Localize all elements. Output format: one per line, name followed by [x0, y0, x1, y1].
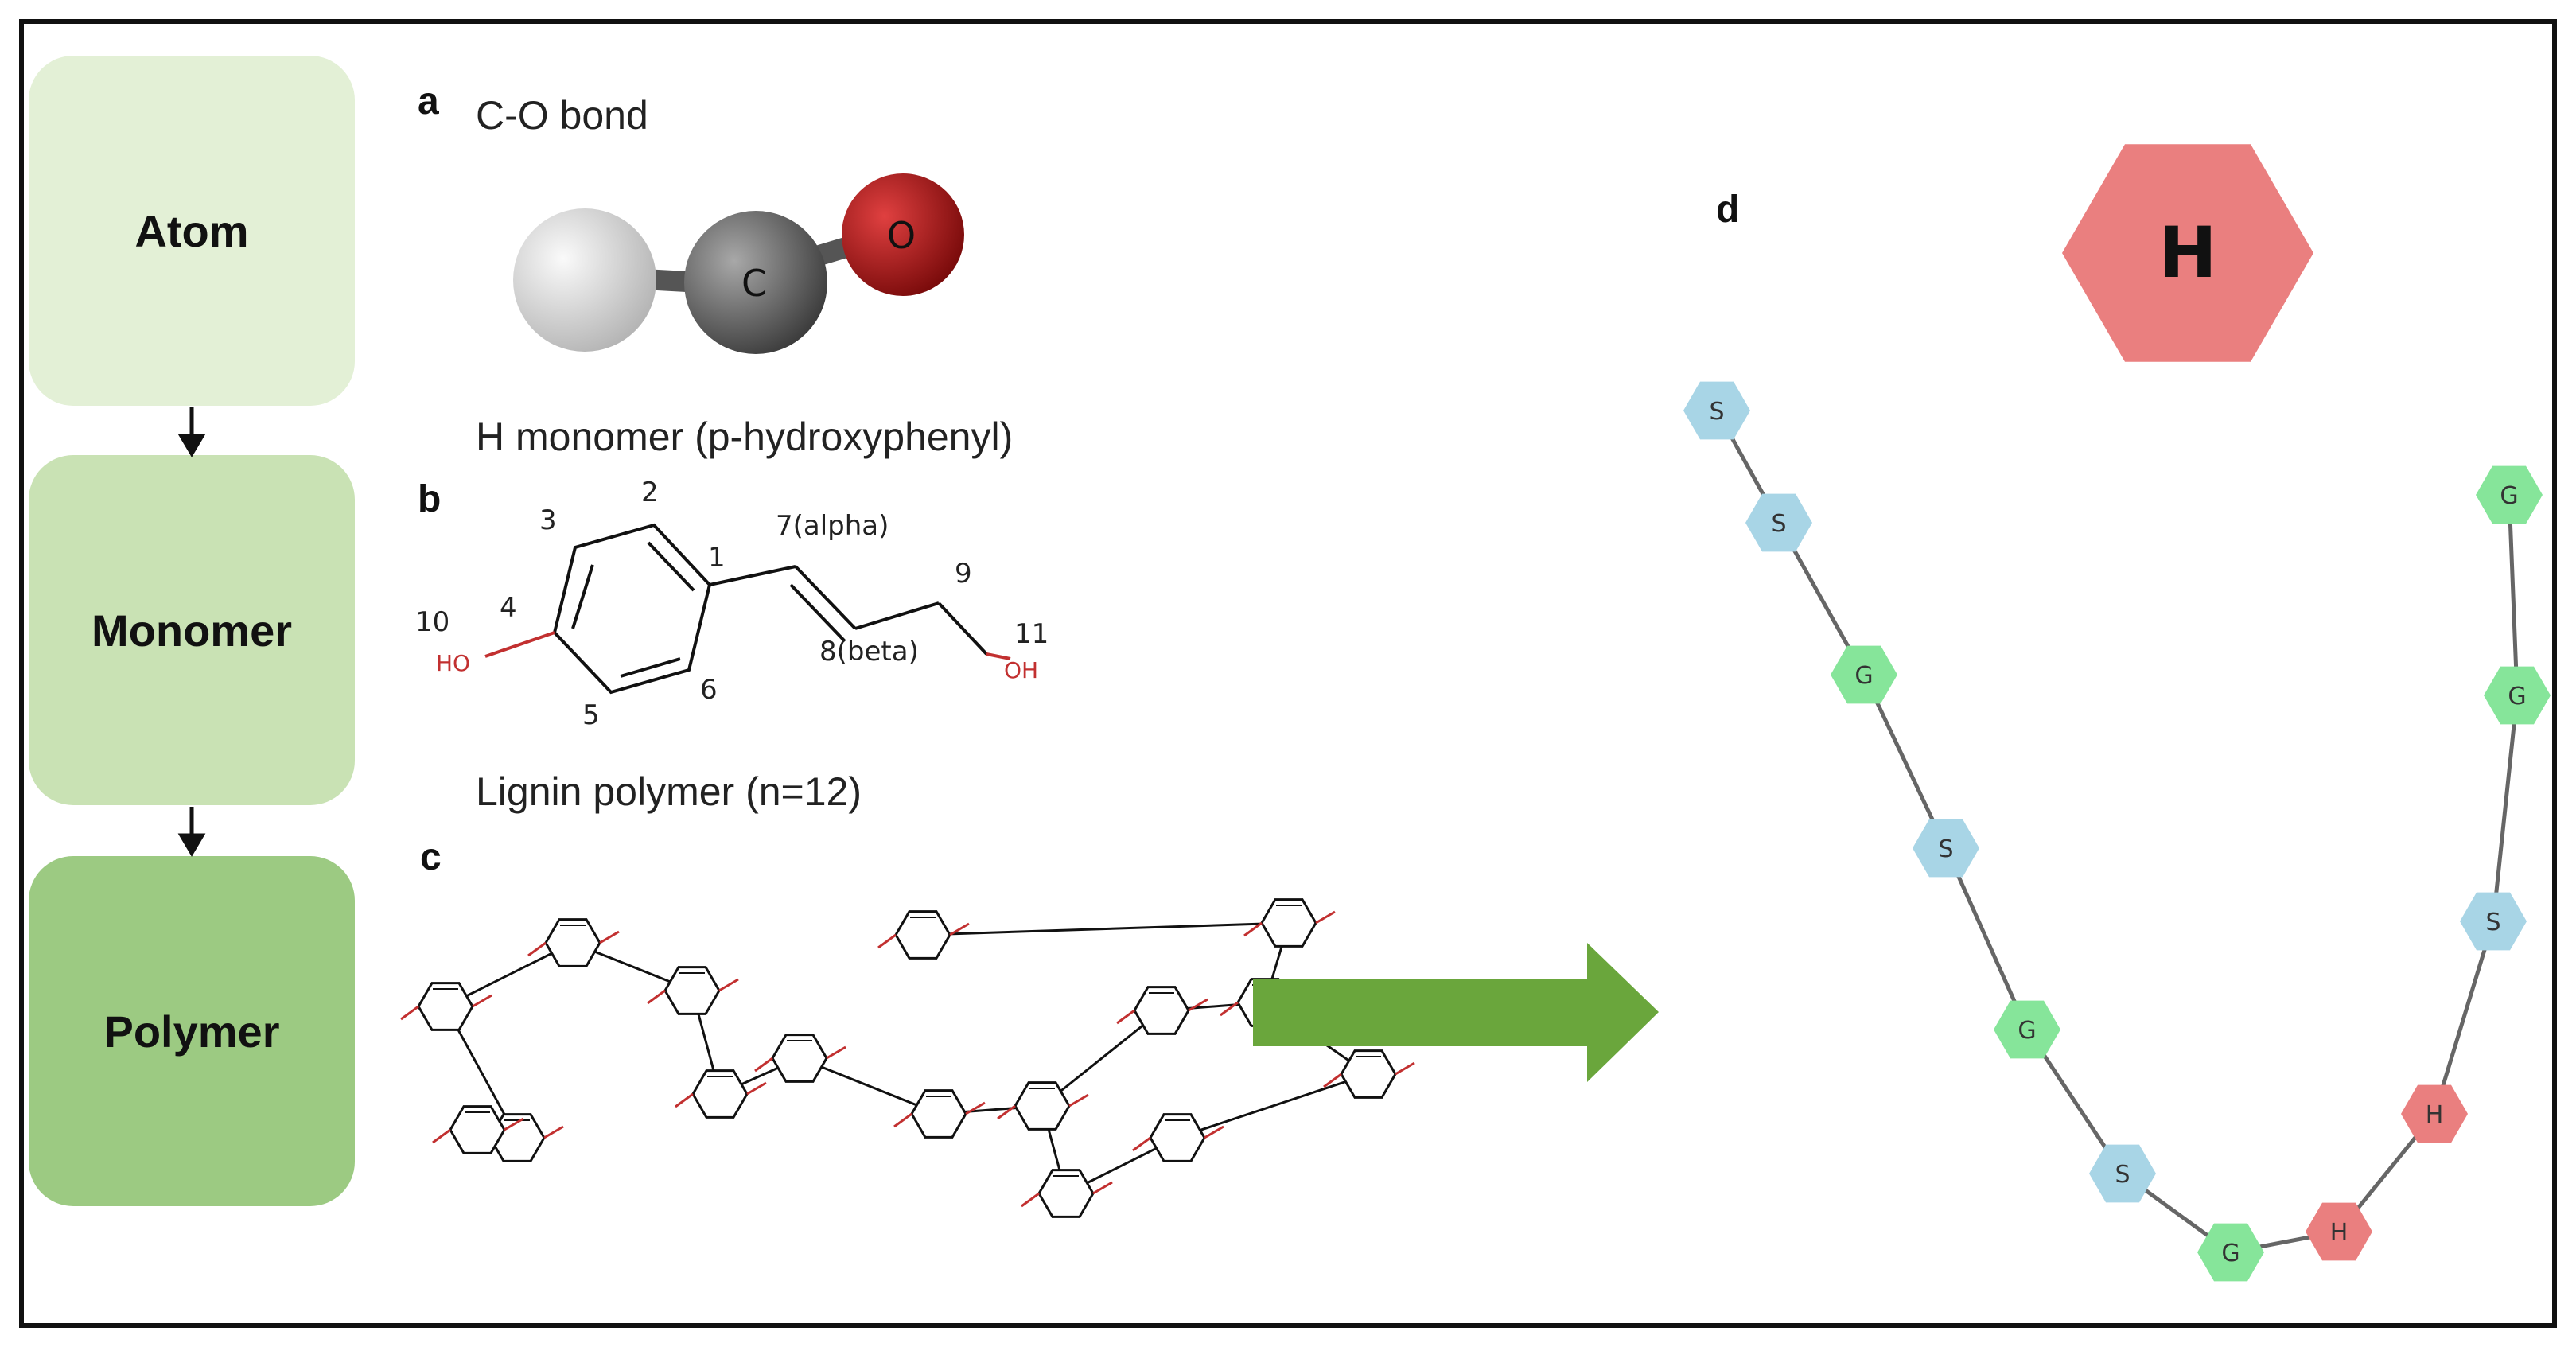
level-polymer-box: Polymer [29, 856, 355, 1206]
level-monomer-label: Monomer [91, 605, 292, 656]
polymer-oxygen-bond [877, 933, 897, 949]
polymer-oxygen-bond [543, 1125, 564, 1139]
panel-a-title: C-O bond [476, 93, 648, 138]
atom-number-5: 5 [582, 699, 600, 731]
polymer-oxygen-bond [1220, 1001, 1239, 1017]
chain-node-label: S [1938, 835, 1953, 863]
chain-node-label: S [1709, 398, 1724, 426]
chain-node-label: S [1771, 510, 1786, 538]
polymer-oxygen-bond [675, 1092, 694, 1108]
chain-node-label: G [2221, 1240, 2239, 1267]
polymer-oxygen-bond [1315, 910, 1336, 925]
ho-group-label: HO [436, 650, 470, 676]
polymer-oxygen-bond [1204, 1125, 1224, 1139]
chain-node-9 [2401, 1084, 2468, 1143]
chain-node-3 [1831, 645, 1897, 704]
panel-b-title: H monomer (p-hydroxyphenyl) [476, 415, 1014, 459]
polymer-oxygen-bond [1116, 1009, 1135, 1025]
polymer-linkage [799, 1057, 940, 1115]
panel-c-title: Lignin polymer (n=12) [476, 769, 862, 814]
chain-node-label: S [2115, 1161, 2130, 1189]
oh-group-label: OH [1004, 657, 1038, 683]
chain-bond-path [1714, 409, 2520, 1255]
chain-node-label: S [2485, 909, 2500, 936]
polymer-oxygen-bond [1188, 998, 1208, 1012]
polymer-oxygen-bond [718, 978, 739, 992]
polymer-oxygen-bond [826, 1045, 846, 1060]
polymer-oxygen-bond [1395, 1061, 1415, 1076]
level-polymer-label: Polymer [103, 1006, 280, 1057]
polymer-oxygen-bond [754, 1057, 773, 1073]
chain-node-11 [2484, 666, 2551, 725]
polymer-oxygen-bond [504, 1117, 524, 1131]
panel-a-letter: a [418, 80, 439, 123]
polymer-oxygen-bond [746, 1081, 767, 1096]
level-atom-label: Atom [134, 205, 249, 256]
chain-node-label: H [2330, 1219, 2348, 1247]
polymer-oxygen-bond [432, 1128, 451, 1144]
chain-node-6 [2089, 1144, 2156, 1203]
atom-number-2: 2 [641, 477, 659, 508]
atom-number-6: 6 [700, 674, 718, 706]
carbon-label: C [741, 262, 767, 305]
polymer-oxygen-bond [949, 922, 970, 936]
chain-node-8 [2306, 1202, 2372, 1261]
chain-node-label: G [1854, 662, 1873, 690]
polymer-oxygen-bond [997, 1104, 1016, 1120]
chain-node-1 [1683, 381, 1750, 440]
oxygen-atom [842, 173, 964, 296]
polymer-oxygen-bond [1132, 1136, 1151, 1152]
h-unit-legend-hexagon [2062, 144, 2313, 362]
polymer-linkage [922, 921, 1290, 936]
alpha-label: 7(alpha) [776, 510, 889, 542]
chain-node-12 [2476, 465, 2543, 524]
atom-number-10: 10 [415, 606, 449, 638]
figure-frame [19, 19, 2557, 1328]
polymer-oxygen-bond [1021, 1192, 1040, 1208]
chain-node-label: G [2500, 482, 2518, 510]
level-atom-box: Atom [29, 56, 355, 406]
oxygen-label: O [887, 214, 916, 257]
polymer-linkage [1041, 1009, 1162, 1108]
polymer-oxygen-bond [1068, 1093, 1089, 1108]
h-unit-legend-label: H [2158, 212, 2217, 294]
atom-number-3: 3 [539, 504, 557, 536]
polymer-oxygen-bond [472, 994, 492, 1008]
atom-number-9: 9 [955, 558, 972, 590]
atom-number-4: 4 [500, 592, 517, 624]
polymer-oxygen-bond [1092, 1181, 1113, 1195]
chain-node-label: G [2018, 1017, 2036, 1045]
polymer-oxygen-bond [965, 1101, 986, 1115]
polymer-oxygen-bond [1243, 921, 1263, 937]
chain-node-10 [2460, 892, 2527, 951]
polymer-oxygen-bond [527, 941, 547, 957]
carbon-atom [684, 211, 827, 354]
chain-node-7 [2197, 1223, 2264, 1282]
atom-number-1: 1 [708, 542, 726, 574]
beta-label: 8(beta) [819, 636, 919, 668]
hydrogen-atom [513, 208, 656, 352]
polymer-oxygen-bond [893, 1112, 912, 1128]
polymer-linkage [1177, 1073, 1369, 1139]
atom-number-11: 11 [1014, 618, 1049, 650]
polymer-oxygen-bond [647, 989, 666, 1005]
panel-c-letter: c [420, 836, 442, 878]
chain-node-2 [1745, 493, 1812, 552]
level-monomer-box: Monomer [29, 455, 355, 805]
polymer-oxygen-bond [599, 930, 620, 944]
polymer-oxygen-bond [400, 1005, 419, 1021]
chain-node-label: G [2508, 683, 2526, 710]
panel-b-letter: b [418, 478, 442, 520]
chain-node-label: H [2426, 1101, 2444, 1129]
polymer-oxygen-bond [1323, 1073, 1342, 1088]
panel-d-letter: d [1716, 189, 1740, 231]
chain-node-5 [1994, 1000, 2060, 1059]
chain-node-4 [1913, 819, 1979, 878]
